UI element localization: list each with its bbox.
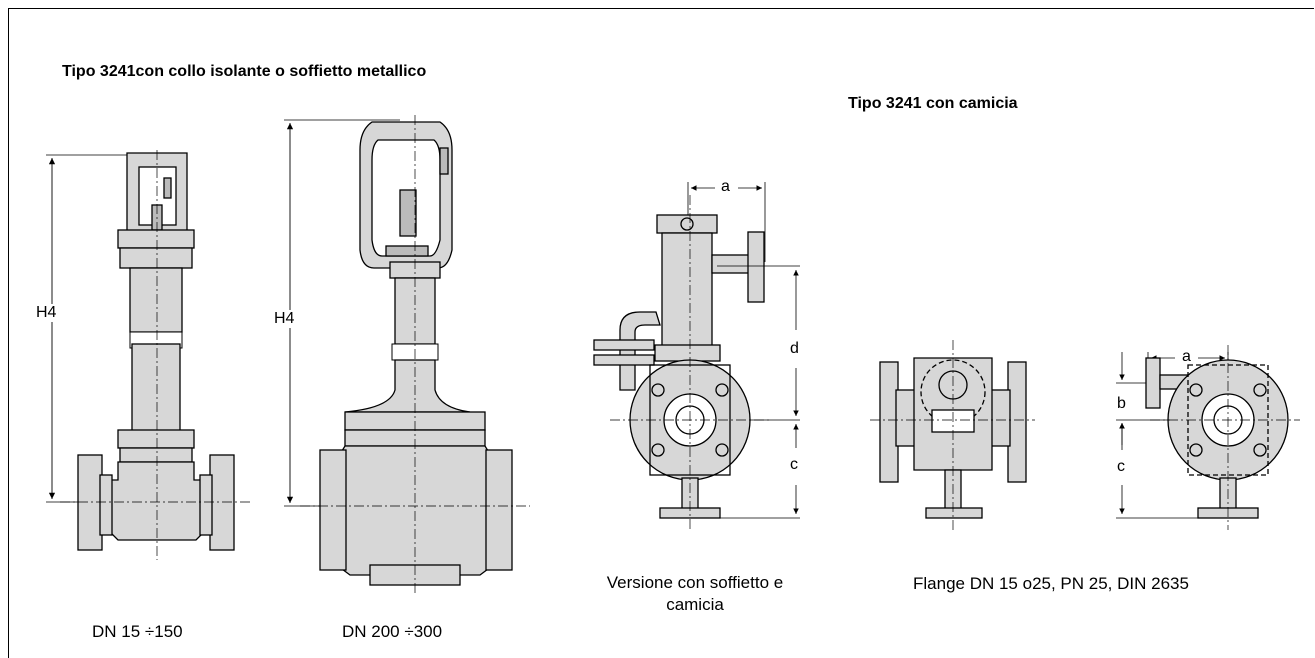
valve-bellows-jacket [593,182,800,530]
dim-c-side: c [1117,458,1125,476]
title-right: Tipo 3241 con camicia [848,95,1018,112]
dim-a-side: a [1182,348,1191,365]
dim-h4-right: H4 [274,310,295,328]
caption-flanges: Flange DN 15 o25, PN 25, DIN 2635 [913,574,1189,593]
caption-dn200-300: DN 200 ÷300 [342,622,443,641]
title-left: Tipo 3241con collo isolante o soffietto … [62,63,427,80]
valve-flange-front [870,340,1035,530]
dim-b: b [1117,395,1126,413]
valve-flange-side [1116,345,1300,530]
caption-dn15-150: DN 15 ÷150 [92,622,183,641]
dim-h4-left: H4 [36,304,57,322]
valve-dn15-150 [46,150,250,560]
valve-dn200-300 [284,115,530,595]
dim-a-bellows: a [721,178,730,195]
dim-d: d [790,340,799,358]
dim-c-bellows: c [790,456,798,474]
drawing-frame [8,8,1314,658]
caption-bellows-version: Versione con soffietto e camicia [606,573,784,614]
